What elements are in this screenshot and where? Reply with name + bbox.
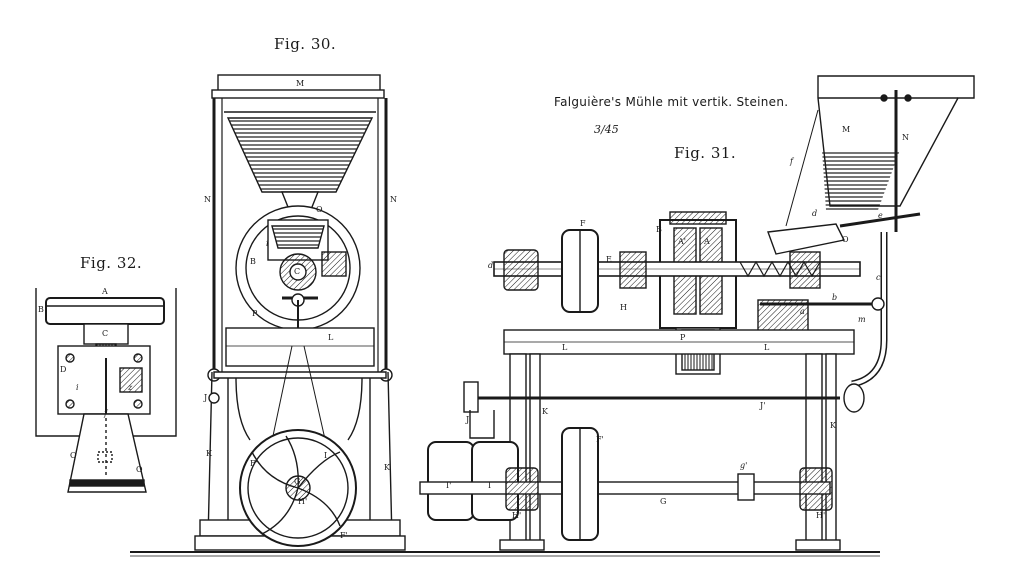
fig30-label-k-right: K [384,463,390,472]
plate-number: 3/45 [594,123,619,136]
fig31-label-l-right: L [764,343,770,352]
figure-30-mill-front-view [194,74,406,551]
fig31-label-o: O [842,235,849,244]
fig32-label-c: C [102,329,109,338]
fig30-label-b: B [250,257,256,266]
fig30-label-i-lower: I [324,451,328,460]
fig31-label-i: I [488,481,492,490]
fig32-label-i: i [76,383,79,392]
fig31-label-e-upper: E [606,255,612,264]
fig30-label-i: i [266,239,269,248]
fig31-label-j-prime: J' [760,401,766,410]
fig32-label-o-right: O [136,465,143,474]
fig32-label-a: A [102,287,108,296]
fig31-label-f: f [790,157,793,166]
fig30-label-f-prime-lower: F' [340,531,348,540]
fig30-label-j: J [204,393,208,402]
fig31-label-h: H [620,303,627,312]
fig31-label-h-prime-right: H' [816,511,826,520]
fig31-label-f-pulley: F [580,219,586,228]
fig31-label-g: G [660,497,667,506]
fig30-label-k-left: K [206,449,212,458]
fig31-label-d-left: d [488,261,494,270]
fig31-label-g-prime: g' [740,461,748,470]
fig30-label-m: M [296,79,305,88]
plate-title: Falguière's Mühle mit vertik. Steinen. [554,95,789,109]
fig32-caption: Fig. 32. [80,254,143,272]
fig31-label-f-prime: F' [596,435,604,444]
ground-line [130,551,880,557]
fig31-label-b: B [656,225,662,234]
fig31-label-m: M [842,125,851,134]
fig31-label-p: P [680,333,686,342]
fig30-label-c: C [294,267,301,276]
fig31-label-i-prime: I' [446,481,452,490]
fig31-label-d: d [812,209,818,218]
figure-32-detail-view [35,288,177,493]
fig31-label-m-small: m [858,315,866,324]
fig32-label-d: D [60,365,67,374]
fig31-label-n: N [902,133,909,142]
fig30-label-p: P [252,309,258,318]
fig30-label-l: L [328,333,334,342]
fig31-label-a-prime: A' [678,237,686,246]
fig31-caption: Fig. 31. [674,144,737,162]
fig31-label-k-right: K [830,421,836,430]
fig30-label-n-left: N [204,195,211,204]
fig30-caption: Fig. 30. [274,35,337,53]
fig32-label-z: z [128,383,133,392]
fig31-label-a-small: a [800,307,805,316]
fig32-label-o-left: O [70,451,77,460]
fig30-label-f-prime-upper: F' [250,459,258,468]
figure-31-mill-side-section [419,75,975,551]
fig30-label-h-prime: H' [298,497,308,506]
fig31-label-j: J [466,415,470,424]
fig31-label-a: A [704,237,710,246]
fig31-label-k-left: K [542,407,548,416]
fig31-label-c: c [876,273,881,282]
fig31-label-e: e [878,211,883,220]
fig30-label-o: O [316,205,323,214]
fig32-label-f: f [104,409,107,418]
fig30-label-g: G [294,477,301,486]
fig31-label-h-prime-left: H' [512,511,522,520]
fig31-label-l-left: L [562,343,568,352]
fig32-label-b: B [38,305,44,314]
fig30-label-n-right: N [390,195,397,204]
fig31-label-b-small: b [832,293,838,302]
